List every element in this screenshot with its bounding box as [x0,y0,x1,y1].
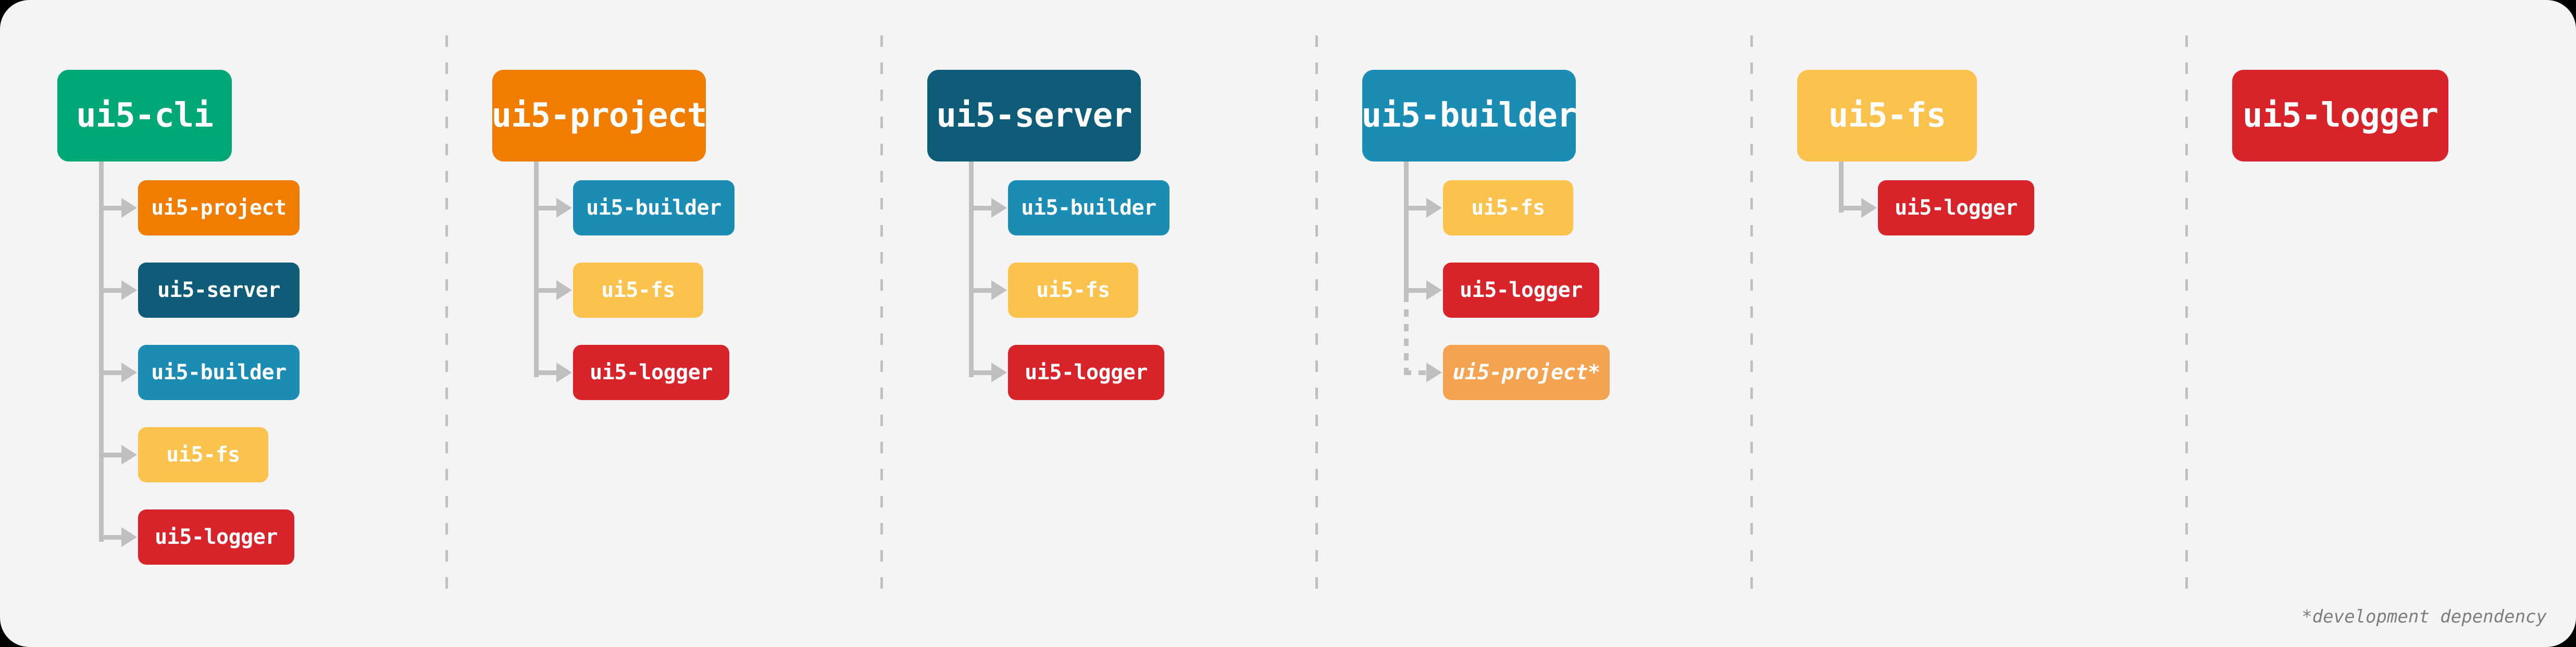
arrowhead-icon [1426,363,1442,382]
arrowhead-icon [1861,198,1877,218]
connector-stem-ui5-fs-ui5-logger [1839,206,1862,210]
column-separator-2 [880,35,883,593]
arrowhead-icon [121,445,137,465]
connector-trunk-ui5-cli [99,161,104,542]
node-label: ui5-fs [1828,96,1946,135]
dependency-label: ui5-builder [586,196,721,220]
node-ui5-builder[interactable]: ui5-builder [1361,70,1577,161]
arrowhead-icon [991,280,1007,300]
connector-stem-ui5-builder-ui5-project* [1404,370,1427,375]
dependency-label: ui5-fs [166,443,240,467]
connector-stem-ui5-project-ui5-builder [534,206,557,210]
connector-trunk-ui5-builder [1404,161,1409,295]
arrowhead-icon [556,198,572,218]
dependency-ui5-fs-ui5-logger[interactable]: ui5-logger [1878,180,2034,235]
node-ui5-fs[interactable]: ui5-fs [1797,70,1977,161]
node-label: ui5-builder [1361,96,1577,135]
arrowhead-icon [556,280,572,300]
dependency-label: ui5-logger [155,525,278,549]
arrowhead-icon [121,280,137,300]
dependency-ui5-cli-ui5-fs[interactable]: ui5-fs [138,427,268,482]
arrowhead-icon [121,363,137,382]
connector-stem-ui5-builder-ui5-fs [1404,206,1427,210]
dependency-label: ui5-builder [151,360,287,384]
dependency-ui5-project-ui5-logger[interactable]: ui5-logger [573,345,729,400]
node-label: ui5-server [936,96,1132,135]
dependency-ui5-cli-ui5-builder[interactable]: ui5-builder [138,345,300,400]
arrowhead-icon [991,198,1007,218]
column-separator-4 [1750,35,1753,593]
connector-stem-ui5-server-ui5-builder [969,206,992,210]
column-separator-3 [1315,35,1318,593]
node-label: ui5-cli [76,96,214,135]
node-ui5-cli[interactable]: ui5-cli [57,70,232,161]
node-ui5-project[interactable]: ui5-project [491,70,707,161]
footnote-development-dependency: *development dependency [2301,606,2547,627]
node-ui5-server[interactable]: ui5-server [927,70,1141,161]
dependency-ui5-cli-ui5-logger[interactable]: ui5-logger [138,509,294,565]
dependency-label: ui5-fs [1471,196,1545,220]
dependency-ui5-project-ui5-builder[interactable]: ui5-builder [573,180,735,235]
connector-trunk-dev-ui5-builder [1404,295,1409,377]
dependency-label: ui5-builder [1021,196,1156,220]
dependency-ui5-builder-ui5-logger[interactable]: ui5-logger [1443,263,1599,318]
connector-trunk-ui5-project [534,161,539,377]
dependency-label: ui5-server [157,278,280,302]
dependency-ui5-builder-ui5-project*[interactable]: ui5-project* [1443,345,1610,400]
connector-stem-ui5-server-ui5-fs [969,288,992,293]
dependency-ui5-cli-ui5-project[interactable]: ui5-project [138,180,300,235]
dependency-ui5-server-ui5-builder[interactable]: ui5-builder [1008,180,1169,235]
dependency-label: ui5-logger [590,360,713,384]
dependency-label: ui5-project [151,196,287,220]
connector-stem-ui5-project-ui5-fs [534,288,557,293]
dependency-ui5-server-ui5-logger[interactable]: ui5-logger [1008,345,1164,400]
arrowhead-icon [556,363,572,382]
connector-stem-ui5-builder-ui5-logger [1404,288,1427,293]
arrowhead-icon [1426,198,1442,218]
connector-stem-ui5-server-ui5-logger [969,370,992,375]
arrowhead-icon [121,527,137,547]
connector-trunk-ui5-server [969,161,974,377]
column-separator-1 [445,35,448,593]
arrowhead-icon [991,363,1007,382]
node-label: ui5-project [491,96,707,135]
connector-stem-ui5-cli-ui5-logger [99,535,122,540]
node-ui5-logger[interactable]: ui5-logger [2232,70,2448,161]
dependency-label: ui5-logger [1460,278,1583,302]
connector-stem-ui5-cli-ui5-builder [99,370,122,375]
connector-stem-ui5-cli-ui5-fs [99,453,122,457]
arrowhead-icon [1426,280,1442,300]
connector-stem-ui5-project-ui5-logger [534,370,557,375]
column-separator-5 [2185,35,2188,593]
dependency-label: ui5-fs [601,278,675,302]
dependency-label: ui5-project* [1452,360,1600,384]
node-label: ui5-logger [2242,96,2438,135]
connector-stem-ui5-cli-ui5-server [99,288,122,293]
dependency-ui5-server-ui5-fs[interactable]: ui5-fs [1008,263,1138,318]
dependency-ui5-project-ui5-fs[interactable]: ui5-fs [573,263,703,318]
dependency-label: ui5-logger [1895,196,2018,220]
connector-stem-ui5-cli-ui5-project [99,206,122,210]
dependency-ui5-builder-ui5-fs[interactable]: ui5-fs [1443,180,1573,235]
dependency-label: ui5-logger [1025,360,1148,384]
dependency-label: ui5-fs [1036,278,1110,302]
connector-trunk-ui5-fs [1839,161,1844,213]
arrowhead-icon [121,198,137,218]
dependency-ui5-cli-ui5-server[interactable]: ui5-server [138,263,300,318]
